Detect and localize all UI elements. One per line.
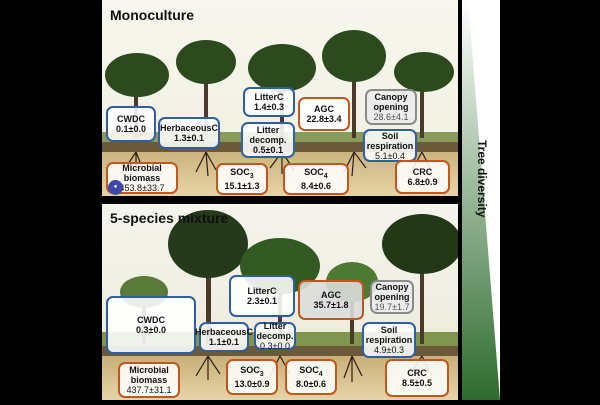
soil-respiration-box: Soil respiration 5.1±0.4	[363, 129, 417, 162]
soc3-box: SOC3 13.0±0.9	[226, 359, 278, 395]
cwdc-box: CWDC 0.1±0.0	[106, 106, 156, 142]
right-margin	[500, 0, 600, 400]
soc4-box: SOC4 8.4±0.6	[283, 163, 349, 195]
litter-decomp-box: Litter decomp. 0.3±0.0	[254, 321, 296, 351]
canopy-opening-box: Canopy opening 19.7±1.7	[370, 280, 414, 314]
agc-box: AGC 22.8±3.4	[298, 97, 350, 131]
crc-box: CRC 8.5±0.5	[385, 359, 449, 397]
crc-box: CRC 6.8±0.9	[395, 160, 450, 194]
agc-box: AGC 35.7±1.8	[298, 280, 364, 320]
microbe-icon: ●	[108, 180, 123, 195]
soil-respiration-box: Soil respiration 4.9±0.3	[362, 322, 416, 358]
tree-diversity-label: Tree diversity	[475, 140, 489, 218]
cwdc-box: CWDC 0.3±0.0	[106, 296, 196, 354]
soc4-box: SOC4 8.0±0.6	[285, 359, 337, 395]
tree-diversity-bar	[462, 0, 500, 400]
monoculture-panel: Monoculture CWDC 0.1±0.0 HerbaceousC 1.3…	[102, 0, 458, 196]
diversity-gradient-wedge	[462, 0, 500, 400]
mixture-panel: 5-species mixture CWDC 0.3±0.0 Herbaceou…	[102, 204, 458, 400]
litter-decomp-box: Litter decomp. 0.5±0.1	[241, 122, 295, 158]
panel-title: 5-species mixture	[110, 210, 229, 226]
soc3-box: SOC3 15.1±1.3	[216, 163, 268, 195]
canopy-opening-box: Canopy opening 28.6±4.1	[365, 89, 417, 125]
microbial-biomass-box: Microbial biomass 437.7±31.1	[118, 362, 180, 398]
herbaceousc-box: HerbaceousC 1.1±0.1	[195, 322, 253, 352]
litterc-box: LitterC 1.4±0.3	[243, 87, 295, 117]
panel-title: Monoculture	[110, 7, 194, 23]
herbaceousc-box: HerbaceousC 1.3±0.1	[158, 117, 220, 149]
tree-icon	[105, 30, 454, 138]
litterc-box: LitterC 2.3±0.1	[229, 275, 295, 317]
